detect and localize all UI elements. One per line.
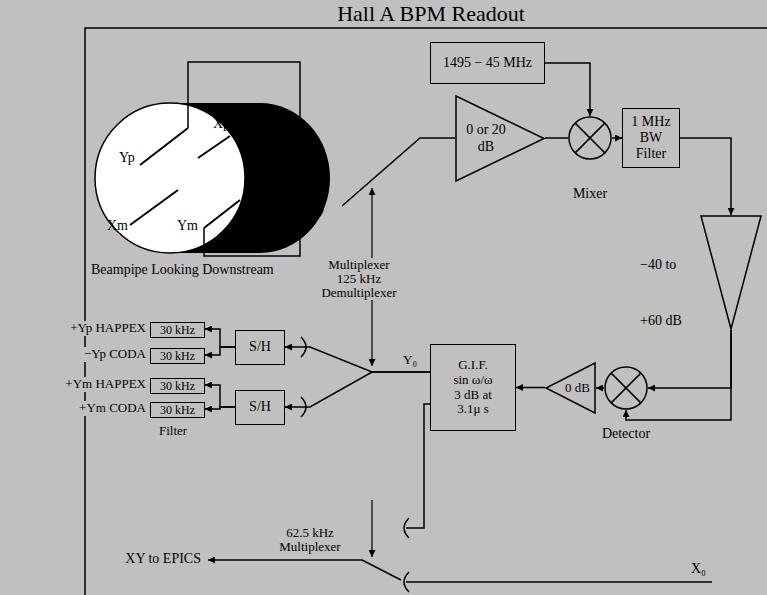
electrode-label: Xp [212,116,231,132]
gif-box: G.I.F. sin ω/ω 3 dB at 3.1μ s [430,344,516,431]
signal-connector [612,137,622,139]
signal-connector [285,372,430,407]
sample-hold-box: S/H [235,330,285,365]
mixer-circle: Mixer [568,116,612,160]
node-text: −40 to +60 dB [640,237,698,349]
electrode-label: Xm [106,218,129,234]
node-outline [455,95,545,182]
figure-caption: Beampipe Looking Downstream [90,262,275,278]
oscillator-box: 1495 − 45 MHz [430,42,545,84]
output-arrow [208,559,362,561]
node-text: 30 kHz [160,380,195,392]
mixer-cross [611,373,641,403]
electrode-label: Ym [176,218,199,234]
node-text: S/H [249,399,271,415]
output-signal: XY to EPICS [124,551,202,567]
mixer-cross [611,373,641,403]
node-outline [546,363,595,413]
electrode-line [198,136,230,158]
switch-blade [362,560,401,580]
switch-contact [318,140,323,160]
signal-wire [204,208,320,256]
output-signal: −Yp CODA [83,347,147,362]
signal-connector [205,347,235,355]
node-text: Mixer [548,186,632,202]
node-outline [604,366,648,410]
filter-label: Filter [158,424,188,439]
diagram-title: Hall A BPM Readout [280,1,582,26]
amplifier-triangle: 0 or 20 dB [455,95,545,182]
node-text: S/H [249,339,271,355]
signal-connector [545,137,568,139]
switch-label: 62.5 kHz Multiplexer [266,526,354,554]
signal-connector [205,385,235,407]
signal-connector [596,387,604,389]
filter-box: 30 kHz [150,322,205,338]
sample-hold-box: S/H [235,390,285,425]
signal-connector [205,407,235,409]
node-text: 30 kHz [160,404,195,416]
frame-line [85,28,767,595]
electrode-line [204,200,240,228]
signal-name: X₀ [690,561,707,577]
switch-contact [318,198,323,218]
signal-name: Y₀ [402,353,418,368]
output-signal: +Yp HAPPEX [69,321,147,336]
filter-box: 30 kHz [150,402,205,418]
node-text: Detector [584,426,668,442]
mixer-cross [575,123,605,153]
node-outline [456,96,544,181]
node-text: 0 dB [565,381,590,396]
switch-blade [342,138,455,206]
electrode-label: Yp [118,150,136,166]
signal-connector [285,347,430,372]
signal-connector [205,329,235,347]
filter-box: 30 kHz [150,348,205,364]
switch-label: Multiplexer 125 kHz Demultiplexer [318,258,400,300]
output-signal: +Ym HAPPEX [64,377,147,392]
signal-connector [648,330,731,388]
signal-wire [406,581,712,583]
node-outline [701,216,761,329]
node-outline [605,367,647,409]
node-text: 1495 − 45 MHz [443,55,532,71]
node-text: 30 kHz [160,350,195,362]
beampipe-face [95,103,245,253]
output-signal: +Ym CODA [78,401,147,416]
node-text: 30 kHz [160,324,195,336]
node-outline [700,215,762,330]
node-outline [569,117,611,159]
signal-wire [188,62,320,150]
electrode-line [140,128,188,165]
filter-box: 1 MHz BW Filter [622,108,680,168]
switch-link [371,500,372,557]
electrode-line [130,190,178,225]
amplifier-triangle: 0 dB [545,362,596,414]
signal-connector [680,138,731,215]
signal-wire [406,404,430,528]
node-outline [568,116,612,160]
detector-circle: Detector [604,366,648,410]
signal-connector [516,387,545,389]
node-text: 0 or 20 dB [464,122,508,154]
signal-connector [545,63,590,116]
filter-box: 30 kHz [150,378,205,394]
node-text: 1 MHz BW Filter [629,114,673,162]
mixer-cross [575,123,605,153]
node-text: G.I.F. sin ω/ω 3 dB at 3.1μ s [450,358,496,418]
amplifier-triangle: −40 to +60 dB [700,215,762,330]
